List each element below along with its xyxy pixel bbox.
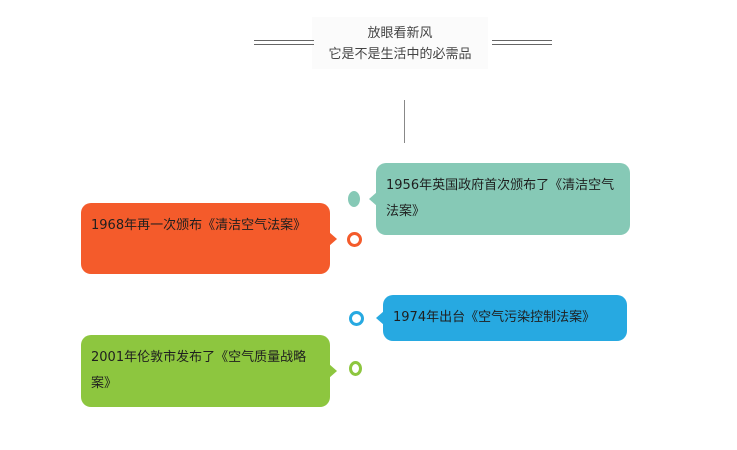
title-decor-right [492, 40, 552, 45]
header-title-block: 放眼看新风 它是不是生活中的必需品 [312, 17, 488, 69]
timeline-marker-1974 [349, 311, 364, 326]
event-box-1956: 1956年英国政府首次颁布了《清洁空气法案》 [369, 163, 630, 235]
timeline-marker-1968 [347, 232, 362, 247]
event-box-1974: 1974年出台《空气污染控制法案》 [376, 295, 627, 341]
event-box-2001: 2001年伦敦市发布了《空气质量战略案》 [81, 335, 337, 407]
timeline-marker-2001 [349, 361, 362, 376]
timeline-marker-1956 [348, 191, 360, 207]
event-box-1968: 1968年再一次颁布《清洁空气法案》 [81, 203, 337, 274]
title-line-1: 放眼看新风 [367, 26, 433, 41]
timeline-connector [404, 100, 405, 143]
event-text-1974: 1974年出台《空气污染控制法案》 [393, 310, 596, 325]
event-text-1968: 1968年再一次颁布《清洁空气法案》 [91, 218, 307, 233]
title-decor-left [254, 40, 314, 45]
event-text-1956: 1956年英国政府首次颁布了《清洁空气法案》 [386, 178, 615, 219]
title-line-2: 它是不是生活中的必需品 [328, 47, 472, 62]
event-text-2001: 2001年伦敦市发布了《空气质量战略案》 [91, 350, 307, 391]
